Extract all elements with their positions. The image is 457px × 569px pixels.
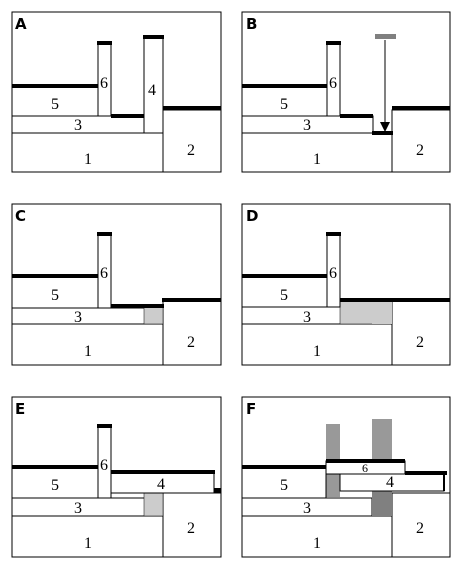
layer-1 <box>241 515 393 558</box>
label-4: 4 <box>157 476 165 493</box>
label-1: 1 <box>313 151 321 168</box>
layer-3 <box>11 115 164 134</box>
label-5: 5 <box>280 287 288 304</box>
label-5: 5 <box>280 477 288 494</box>
arrow-head <box>380 122 390 132</box>
label-3: 3 <box>74 309 82 326</box>
label-3: 3 <box>74 500 82 517</box>
panel-d: D 1 2 3 5 6 <box>241 203 451 366</box>
falling-piece <box>375 34 396 39</box>
panel-label: C <box>15 207 26 225</box>
layer-3 <box>11 497 164 517</box>
gray-fill <box>143 306 164 325</box>
panel-label: A <box>15 15 27 33</box>
layer-5 <box>241 466 327 499</box>
layer-4-edge <box>214 488 221 493</box>
layer-1 <box>241 323 393 366</box>
gray-fill-gap <box>372 301 392 324</box>
layer-2 <box>391 300 451 366</box>
label-3: 3 <box>303 117 311 134</box>
label-6: 6 <box>329 265 337 282</box>
layer-1 <box>11 132 164 173</box>
label-5: 5 <box>280 96 288 113</box>
gray-fill <box>143 492 164 517</box>
panel-e: E 1 2 3 4 5 6 <box>11 396 222 558</box>
label-2: 2 <box>416 520 424 537</box>
panel-f: F 1 2 3 4 5 6 <box>241 396 451 558</box>
label-3: 3 <box>303 309 311 326</box>
label-6: 6 <box>100 457 108 474</box>
layer-2 <box>162 300 222 366</box>
label-1: 1 <box>313 343 321 360</box>
panel-label: F <box>246 400 256 418</box>
layer-2 <box>162 109 222 173</box>
label-3: 3 <box>303 500 311 517</box>
panel-label: D <box>246 207 258 225</box>
layer-1 <box>241 132 393 173</box>
gray-pillar-right-lower <box>372 490 392 516</box>
panel-b: B 1 2 3 5 6 <box>241 11 451 173</box>
label-1: 1 <box>84 151 92 168</box>
label-1: 1 <box>84 535 92 552</box>
label-6: 6 <box>329 75 337 92</box>
label-2: 2 <box>416 334 424 351</box>
panel-c: C 1 2 3 5 6 <box>11 203 222 366</box>
label-5: 5 <box>51 287 59 304</box>
label-3: 3 <box>74 117 82 134</box>
label-5: 5 <box>51 477 59 494</box>
layer-5 <box>11 275 99 309</box>
layer-2 <box>391 492 451 558</box>
label-2: 2 <box>416 142 424 159</box>
label-2: 2 <box>187 520 195 537</box>
label-6: 6 <box>100 265 108 282</box>
label-1: 1 <box>313 535 321 552</box>
layer-3 <box>11 307 164 325</box>
panel-label: E <box>15 400 25 418</box>
layer-5 <box>241 275 328 308</box>
label-4: 4 <box>148 82 156 99</box>
panel-label: B <box>246 15 257 33</box>
label-2: 2 <box>187 142 195 159</box>
label-2: 2 <box>187 334 195 351</box>
layer-1 <box>11 323 164 366</box>
label-4: 4 <box>386 474 394 491</box>
layer-5 <box>241 85 328 117</box>
label-1: 1 <box>84 343 92 360</box>
label-6: 6 <box>362 461 368 475</box>
label-6: 6 <box>100 75 108 92</box>
layer-2 <box>162 492 222 558</box>
panel-a: A 1 2 3 4 5 6 <box>11 11 222 173</box>
layer-2 <box>391 109 451 173</box>
label-5: 5 <box>51 96 59 113</box>
